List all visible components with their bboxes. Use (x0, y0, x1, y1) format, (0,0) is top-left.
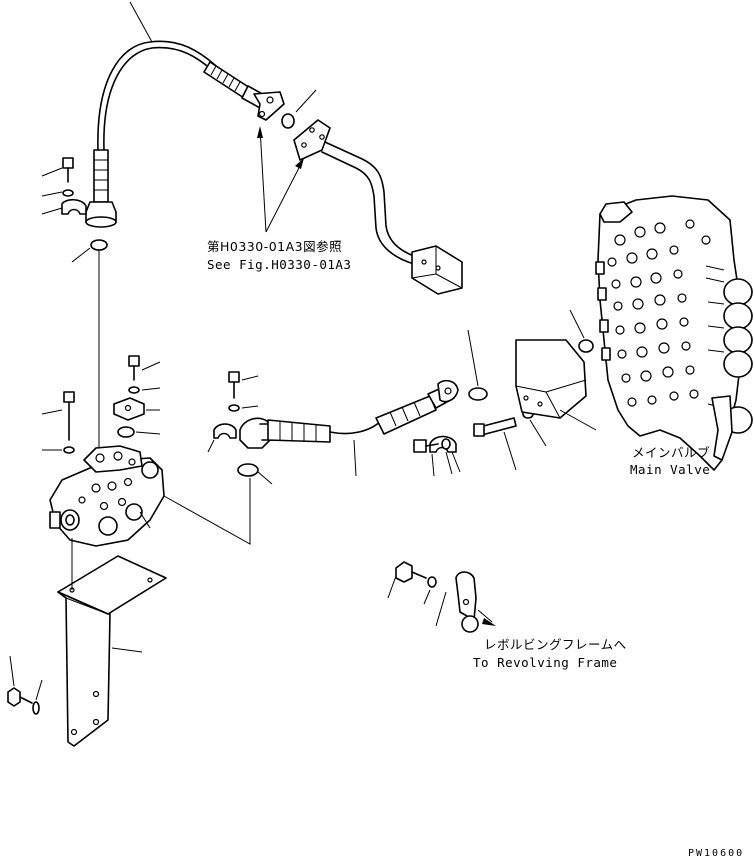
control-valve (41, 355, 251, 547)
upper-hose (97, 40, 317, 151)
middle-hose (207, 329, 547, 485)
reference-label-jp: 第H0330-01A3図参照 (207, 239, 343, 254)
upper-pipe (293, 119, 463, 295)
drawing-id: PW10600 (688, 848, 745, 859)
revolving-frame-label-jp: レボルビングフレームへ (484, 637, 627, 652)
revolving-frame-label-en: To Revolving Frame (473, 655, 618, 670)
adapter-block (515, 339, 597, 431)
main-valve-label-jp: メインバルブ (632, 445, 711, 460)
left-hose-fitting (41, 149, 117, 450)
revolving-frame-parts (387, 561, 496, 633)
leader-top (129, 1, 153, 43)
mounting-bracket (7, 538, 167, 747)
reference-label-en: See Fig.H0330-01A3 (207, 257, 352, 272)
main-valve-label-en: Main Valve (630, 462, 711, 477)
main-valve (569, 195, 753, 471)
reference-arrows (257, 126, 304, 233)
